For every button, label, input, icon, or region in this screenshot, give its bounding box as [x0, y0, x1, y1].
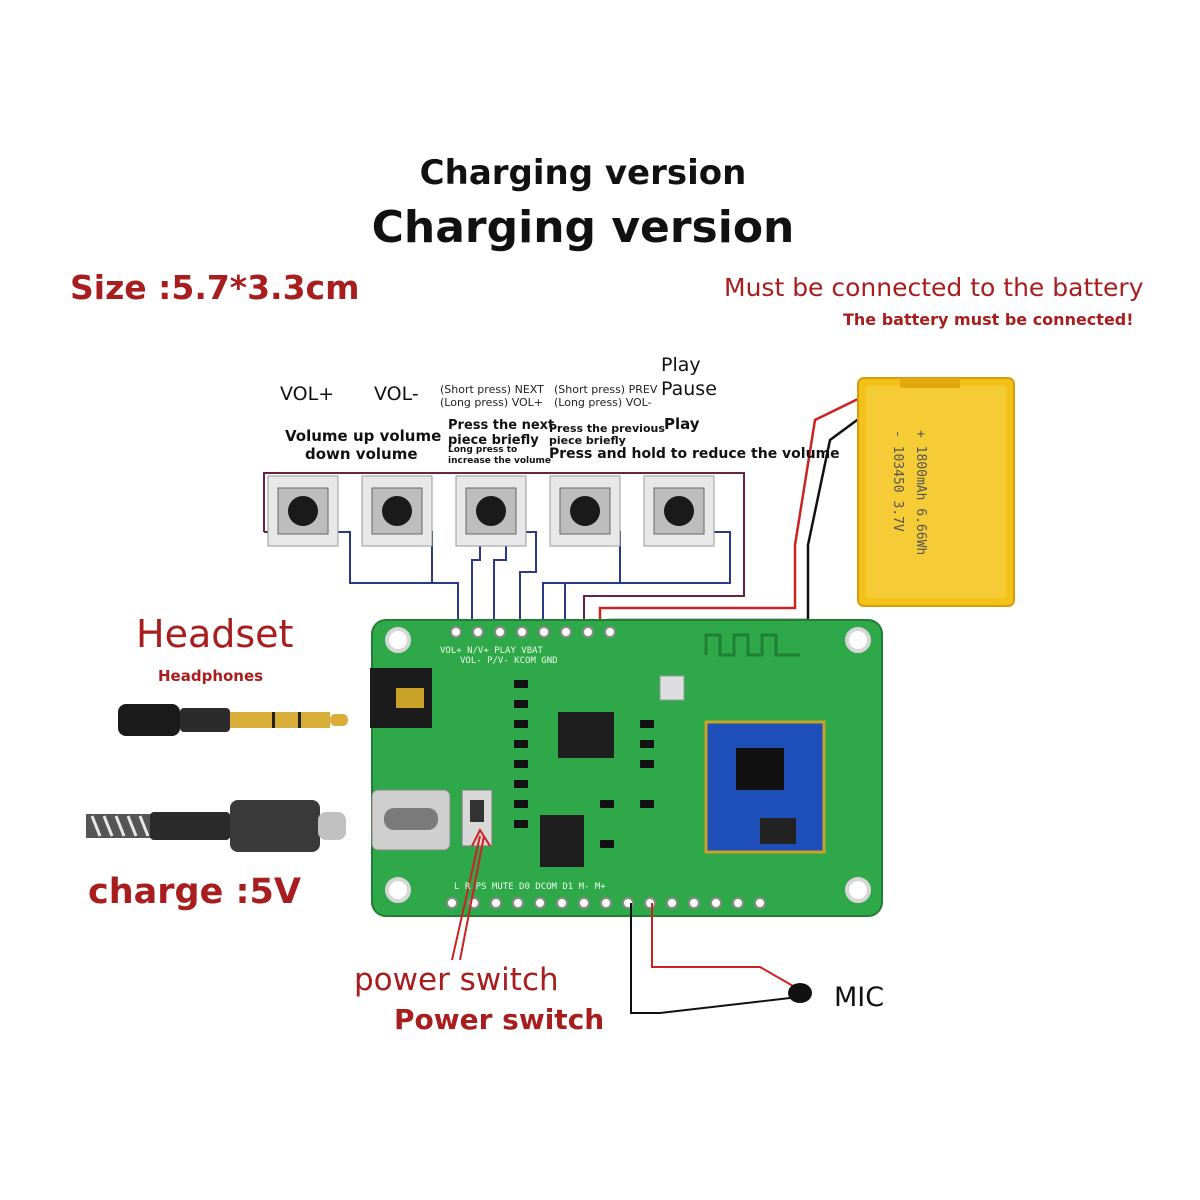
button-label-vol-minus: VOL-	[374, 383, 419, 405]
power-switch-arrow	[451, 827, 491, 961]
headset-subtitle: Headphones	[158, 667, 264, 685]
hold-desc: Press and hold to reduce the volume	[549, 446, 840, 462]
button-label-pause: Pause	[661, 378, 717, 400]
next-desc-3: Long press to	[448, 445, 518, 455]
battery-label-2: + 1800mAh 6.66Wh	[913, 430, 928, 556]
play-desc: Play	[664, 415, 700, 433]
title-primary: Charging version	[419, 153, 747, 193]
battery-warning: Must be connected to the battery	[724, 273, 1144, 302]
vol-desc-2: down volume	[305, 445, 418, 463]
pcb-bottom-pins: L R PS MUTE D0 DCOM D1 M- M+	[454, 882, 606, 892]
battery-warning-secondary: The battery must be connected!	[843, 310, 1134, 329]
size-label: Size :5.7*3.3cm	[70, 268, 360, 307]
battery	[857, 377, 1015, 607]
next-desc-2: piece briefly	[448, 433, 539, 448]
next-desc-4: increase the volume	[448, 456, 552, 466]
charge-label: charge :5V	[88, 872, 301, 912]
vol-desc-1: Volume up volume	[285, 427, 442, 445]
headphone-plug	[118, 704, 348, 736]
button-frame-wires	[263, 472, 745, 630]
battery-label-1: - 103450 3.7V	[890, 430, 905, 532]
button-label-prev-short: (Short press) PREV	[554, 383, 658, 396]
prev-desc-2: piece briefly	[549, 434, 626, 447]
button-label-next-short: (Short press) NEXT	[440, 383, 544, 396]
mic-label: MIC	[834, 982, 885, 1013]
next-desc-1: Press the next	[448, 418, 555, 433]
button-label-play: Play	[661, 354, 701, 376]
title-secondary: Charging version	[371, 202, 795, 253]
microphone	[630, 903, 812, 1014]
pcb-board	[370, 619, 883, 917]
prev-desc-1: Press the previous	[549, 422, 665, 435]
tact-switches	[267, 475, 715, 547]
usb-c-cable	[86, 800, 346, 852]
pcb-top-pins-row2: VOL- P/V- KCOM GND	[460, 656, 558, 666]
button-label-next-long: (Long press) VOL+	[440, 396, 544, 409]
power-switch-label-secondary: Power switch	[394, 1003, 605, 1036]
button-label-vol-plus: VOL+	[280, 383, 335, 405]
headset-title: Headset	[136, 612, 294, 656]
pcb-top-pins-row1: VOL+ N/V+ PLAY VBAT	[440, 646, 543, 656]
power-switch-label: power switch	[354, 962, 559, 998]
button-signal-wires	[335, 531, 731, 630]
button-label-prev-long: (Long press) VOL-	[554, 396, 652, 409]
